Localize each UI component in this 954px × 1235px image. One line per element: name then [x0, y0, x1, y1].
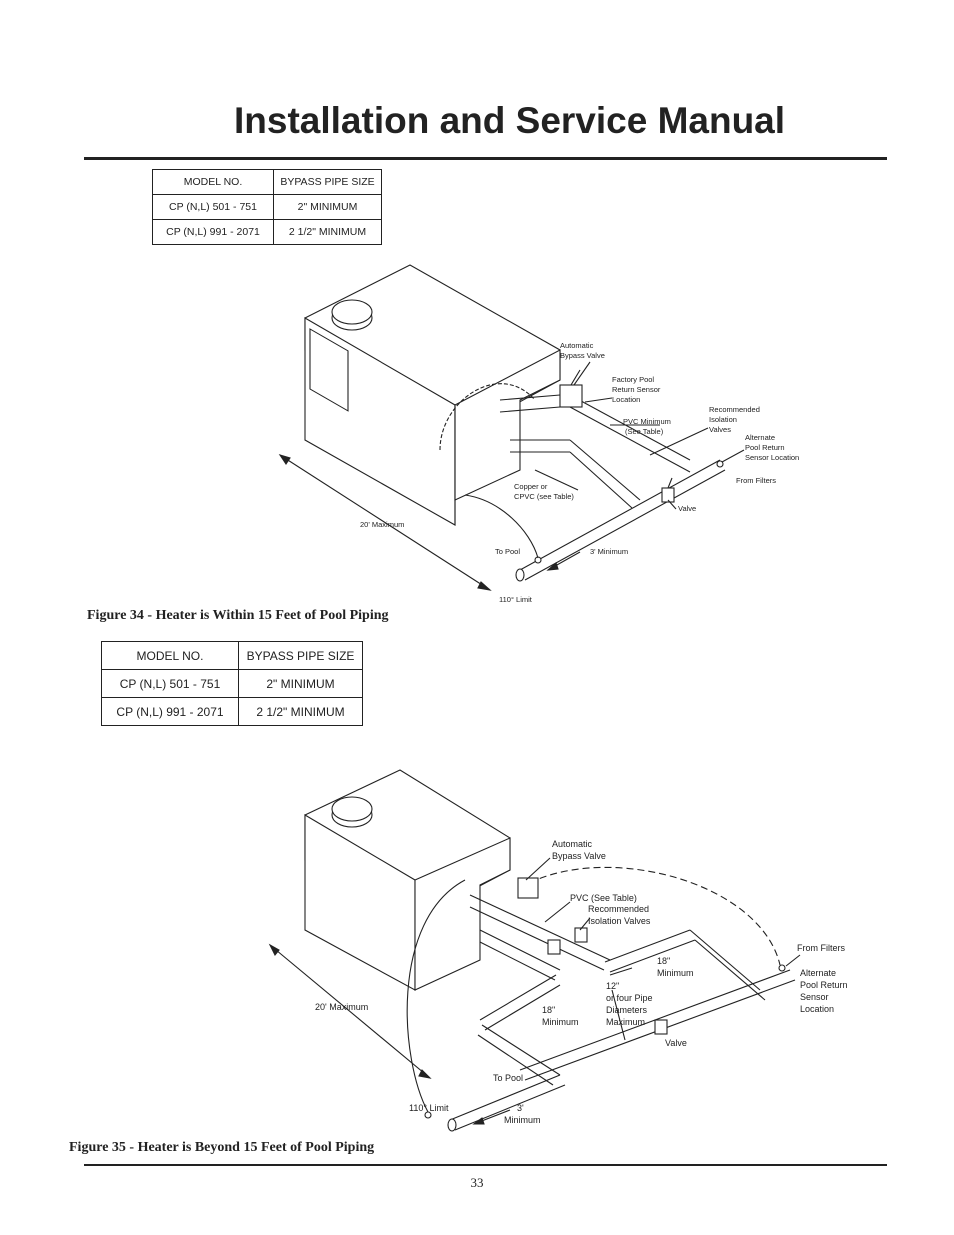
table-row: CP (N,L) 991 - 2071 2 1/2" MINIMUM [152, 219, 382, 245]
figure-label: Automatic [560, 341, 594, 350]
figure-label: Pool Return [800, 980, 848, 990]
figure-label: Alternate [800, 968, 836, 978]
figure-label: 110° Limit [499, 595, 533, 604]
figure-label: Diameters [606, 1005, 648, 1015]
page-number: 33 [470, 1175, 484, 1190]
table-cell: 2" MINIMUM [238, 669, 363, 698]
figure-label: Minimum [657, 968, 694, 978]
figure-label: CPVC (see Table) [514, 492, 574, 501]
table-cell: 2 1/2" MINIMUM [238, 697, 363, 726]
figure-label: Maximum [606, 1017, 645, 1027]
figure-label: 20' Maximum [315, 1002, 368, 1012]
figure-label: Sensor Location [745, 453, 799, 462]
header-rule [84, 157, 887, 160]
figure-label: Valve [665, 1038, 687, 1048]
figure-label: Copper or [514, 482, 548, 491]
page-title: Installation and Service Manual [234, 100, 786, 141]
figure-label: Minimum [542, 1017, 579, 1027]
table-header-cell: MODEL NO. [152, 169, 274, 195]
figure-label: Valves [709, 425, 731, 434]
figure-label: 18" [657, 956, 670, 966]
table-header-row: MODEL NO. BYPASS PIPE SIZE [101, 641, 363, 670]
figure-label: 3' [517, 1103, 524, 1113]
bypass-pipe-table-1: MODEL NO. BYPASS PIPE SIZE CP (N,L) 501 … [152, 169, 382, 245]
figure-label: Valve [678, 504, 696, 513]
figure-label: 3' Minimum [590, 547, 628, 556]
figure-label: Sensor [800, 992, 829, 1002]
figure-label: Factory Pool [612, 375, 654, 384]
table-cell: 2" MINIMUM [273, 194, 382, 220]
svg-text:3'Minimum: 3' Minimum [504, 1103, 541, 1125]
figure-label: Bypass Valve [552, 851, 606, 861]
figure-label: From Filters [736, 476, 776, 485]
figure-label: Isolation Valves [588, 916, 651, 926]
figure-label: Location [612, 395, 640, 404]
footer-rule [84, 1164, 887, 1166]
figure-label: 18" [542, 1005, 555, 1015]
figure-35-caption: Figure 35 - Heater is Beyond 15 Feet of … [69, 1140, 375, 1155]
figure-label: 110° Limit [409, 1103, 449, 1113]
table-cell: 2 1/2" MINIMUM [273, 219, 382, 245]
svg-text:PVC Minimum(See Table): PVC Minimum(See Table) [623, 417, 671, 436]
figure-label: 12" [606, 981, 619, 991]
table-cell: CP (N,L) 991 - 2071 [152, 219, 274, 245]
figure-label: 20' Maximum [360, 520, 404, 529]
table-header-cell: MODEL NO. [101, 641, 239, 670]
figure-label: Return Sensor [612, 385, 661, 394]
figure-label: Pool Return [745, 443, 785, 452]
figure-label: Automatic [552, 839, 593, 849]
figure-label: To Pool [495, 547, 520, 556]
figure-label: PVC Minimum [623, 417, 671, 426]
table-row: CP (N,L) 991 - 2071 2 1/2" MINIMUM [101, 697, 363, 726]
svg-text:18"Minimum: 18" Minimum [542, 1005, 579, 1027]
figure-label: or four Pipe [606, 993, 653, 1003]
figure-label: Alternate [745, 433, 775, 442]
table-cell: CP (N,L) 991 - 2071 [101, 697, 239, 726]
figure-label: Minimum [504, 1115, 541, 1125]
figure-label: Location [800, 1004, 834, 1014]
figure-label: PVC (See Table) [570, 893, 637, 903]
svg-text:18"Minimum: 18" Minimum [657, 956, 694, 978]
figure-34-caption: Figure 34 - Heater is Within 15 Feet of … [87, 608, 389, 623]
figure-label: Recommended [588, 904, 649, 914]
figure-label: Recommended [709, 405, 760, 414]
bypass-pipe-table-2: MODEL NO. BYPASS PIPE SIZE CP (N,L) 501 … [101, 641, 363, 726]
figure-label: To Pool [493, 1073, 523, 1083]
figure-label: From Filters [797, 943, 845, 953]
figure-label: Isolation [709, 415, 737, 424]
figure-label: Bypass Valve [560, 351, 605, 360]
table-row: CP (N,L) 501 - 751 2" MINIMUM [152, 194, 382, 220]
figure-label: (See Table) [625, 427, 664, 436]
table-cell: CP (N,L) 501 - 751 [152, 194, 274, 220]
